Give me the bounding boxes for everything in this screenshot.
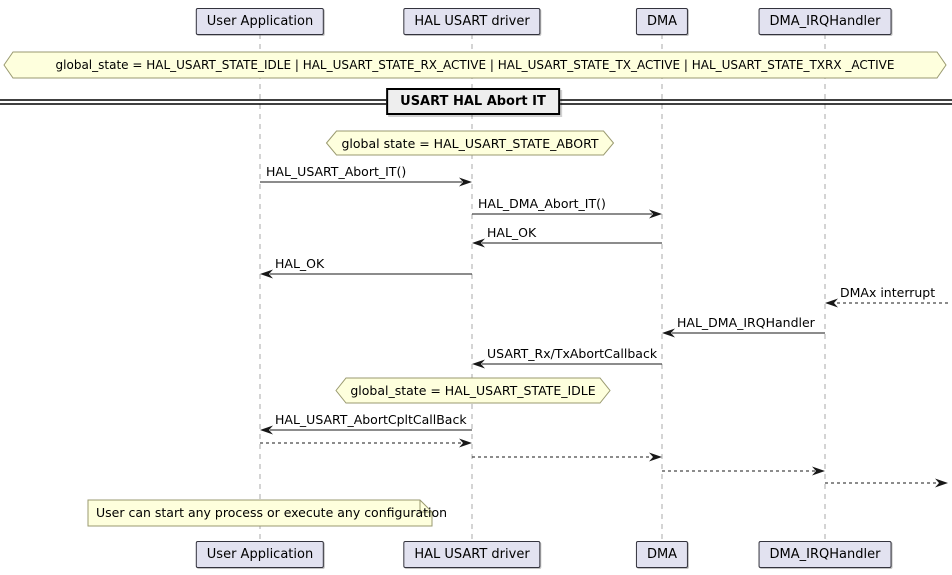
participant-dma-irqhandler-bottom: DMA_IRQHandler xyxy=(758,541,892,568)
participant-user-app-top: User Application xyxy=(195,8,325,35)
participant-hal-usart-driver-top: HAL USART driver xyxy=(403,8,541,35)
message-label-7: HAL_USART_AbortCpltCallBack xyxy=(275,412,467,427)
message-label-4: DMAx interrupt xyxy=(840,285,936,300)
global-state-banner: global_state = HAL_USART_STATE_IDLE | HA… xyxy=(55,58,895,72)
participant-user-app-bottom: User Application xyxy=(195,541,325,568)
participant-dma-top: DMA xyxy=(635,8,689,35)
participant-dma-bottom: DMA xyxy=(635,541,689,568)
participant-hal-usart-driver-bottom: HAL USART driver xyxy=(403,541,541,568)
message-label-2: HAL_OK xyxy=(487,225,537,240)
message-label-3: HAL_OK xyxy=(275,256,325,271)
message-label-5: HAL_DMA_IRQHandler xyxy=(677,315,815,330)
state-note-1: global_state = HAL_USART_STATE_IDLE xyxy=(350,383,596,398)
state-note-0: global state = HAL_USART_STATE_ABORT xyxy=(341,135,599,151)
message-label-1: HAL_DMA_Abort_IT() xyxy=(478,196,606,211)
divider-title: USART HAL Abort IT xyxy=(400,94,546,109)
divider-title-box: USART HAL Abort IT xyxy=(386,88,560,115)
message-label-6: USART_Rx/TxAbortCallback xyxy=(487,346,658,361)
message-label-0: HAL_USART_Abort_IT() xyxy=(266,164,407,179)
participant-dma-irqhandler-top: DMA_IRQHandler xyxy=(758,8,892,35)
user-note-text: User can start any process or execute an… xyxy=(96,505,448,520)
